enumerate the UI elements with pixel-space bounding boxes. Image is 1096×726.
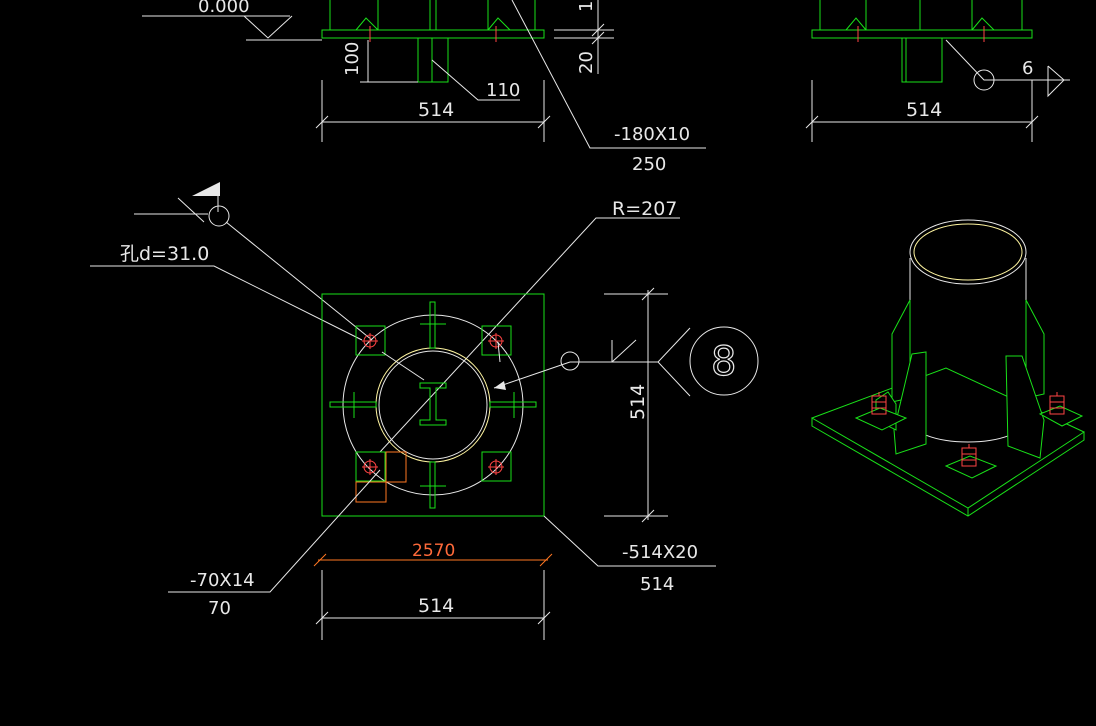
stiffener-e	[489, 401, 537, 408]
dim-514-label-top-right: 514	[906, 99, 942, 121]
plan-view: 孔d=31.0 R=207	[90, 182, 759, 640]
stiffener-n	[429, 301, 436, 349]
radius-label: R=207	[612, 198, 677, 220]
washer-leader	[168, 469, 381, 593]
hole-diameter-label: 孔d=31.0	[120, 243, 209, 265]
iso-nut-left-icon	[871, 392, 887, 415]
washer-length-label: 70	[208, 598, 231, 619]
flag-to-hole-leader	[225, 221, 373, 341]
section-view-left: 0.000 100 110 514 -180X10 250	[142, 0, 706, 175]
plate-spec-label: -514X20	[622, 542, 698, 563]
bolt-sw	[355, 451, 386, 482]
column-tube-inner	[378, 350, 488, 460]
leader-110	[431, 59, 520, 101]
red-tick-left	[313, 553, 327, 567]
dim-100-label: 100	[342, 42, 363, 76]
plate-length-label: 514	[640, 574, 674, 595]
radius-leader	[379, 217, 680, 453]
stiffener-spec-label: -180X10	[614, 124, 690, 145]
base-plate-plan	[321, 293, 545, 517]
weld-symbol-diagonal	[611, 339, 637, 363]
dim-20-label: 20	[576, 51, 597, 74]
washer-spec-label: -70X14	[190, 570, 255, 591]
tick-left	[315, 115, 329, 129]
flag-leader	[177, 197, 205, 223]
dim-514-label-bottom: 514	[418, 595, 454, 617]
weld-size-label: 6	[1022, 58, 1033, 79]
iso-washer-right	[1038, 405, 1084, 427]
detail-number-circle	[689, 326, 759, 396]
dim-514-label-top-left: 514	[418, 99, 454, 121]
iso-column-top-inner	[913, 223, 1023, 281]
elevation-triangle-icon	[243, 15, 293, 39]
stiffener-s	[429, 461, 436, 509]
dim-514-label-right: 514	[627, 384, 649, 420]
hole-leader-inner	[381, 351, 425, 381]
iso-nut-right-icon	[1049, 392, 1065, 415]
weld-leader	[945, 39, 1070, 81]
weld-all-around-icon	[973, 69, 995, 91]
column-tube-outer	[375, 347, 491, 463]
iso-washer-front	[944, 455, 998, 479]
tick-right	[537, 115, 551, 129]
radius-leader-inner	[497, 341, 501, 363]
nut-right	[487, 17, 511, 31]
bolt-ne	[481, 325, 512, 356]
detail-number-label: 8	[711, 339, 736, 385]
bolt-nw	[355, 325, 386, 356]
plate-leader	[543, 515, 716, 567]
iso-nut-front-icon	[961, 444, 977, 467]
shear-key-right	[901, 37, 943, 83]
tick-left-r	[805, 115, 819, 129]
red-tick-right	[539, 553, 553, 567]
dim-110-label: 110	[486, 80, 520, 101]
bolt-se	[481, 451, 512, 482]
weld-leader-plan	[493, 361, 571, 389]
tick-a	[591, 23, 605, 37]
flag-icon	[192, 182, 220, 196]
iso-column-top-outer	[909, 219, 1027, 285]
hole-leader	[90, 265, 363, 341]
field-weld-circle-icon	[208, 205, 230, 227]
weld-flag-icon	[1047, 65, 1065, 98]
tick-bottom-left	[315, 611, 329, 625]
weld-circle-plan-icon	[560, 351, 580, 371]
elevation-label: 0.000	[198, 0, 250, 17]
stiffener-w	[329, 401, 377, 408]
nut-left-r	[845, 17, 867, 31]
nut-right-r	[971, 17, 995, 31]
shear-key	[417, 37, 449, 83]
nut-left	[355, 17, 379, 31]
stiffener-length-label: 250	[632, 154, 666, 175]
tick-bottom-right	[537, 611, 551, 625]
section-view-right: 6 514	[805, 0, 1070, 142]
iso-stiffener-front-right	[1005, 355, 1045, 459]
selection-box-a	[355, 481, 387, 503]
arrowhead-icon	[494, 381, 506, 390]
tick-b	[591, 31, 605, 45]
shear-key-i-section	[419, 382, 447, 426]
tick-right-bottom	[641, 509, 655, 523]
base-plate-section-right	[811, 29, 1033, 39]
tick-right-top	[641, 287, 655, 301]
detail-tail-icon	[657, 327, 691, 397]
tick-right-r	[1025, 115, 1039, 129]
stiffener-leader	[511, 0, 706, 149]
isometric-view	[810, 219, 1086, 517]
selection-box-b	[385, 451, 407, 483]
dim-12-label: 12	[576, 0, 597, 12]
stiffener-circle	[342, 314, 524, 496]
red-dim-label: 2570	[412, 541, 455, 561]
base-plate-section	[321, 29, 545, 39]
iso-stiffener-back-right	[1025, 299, 1045, 399]
